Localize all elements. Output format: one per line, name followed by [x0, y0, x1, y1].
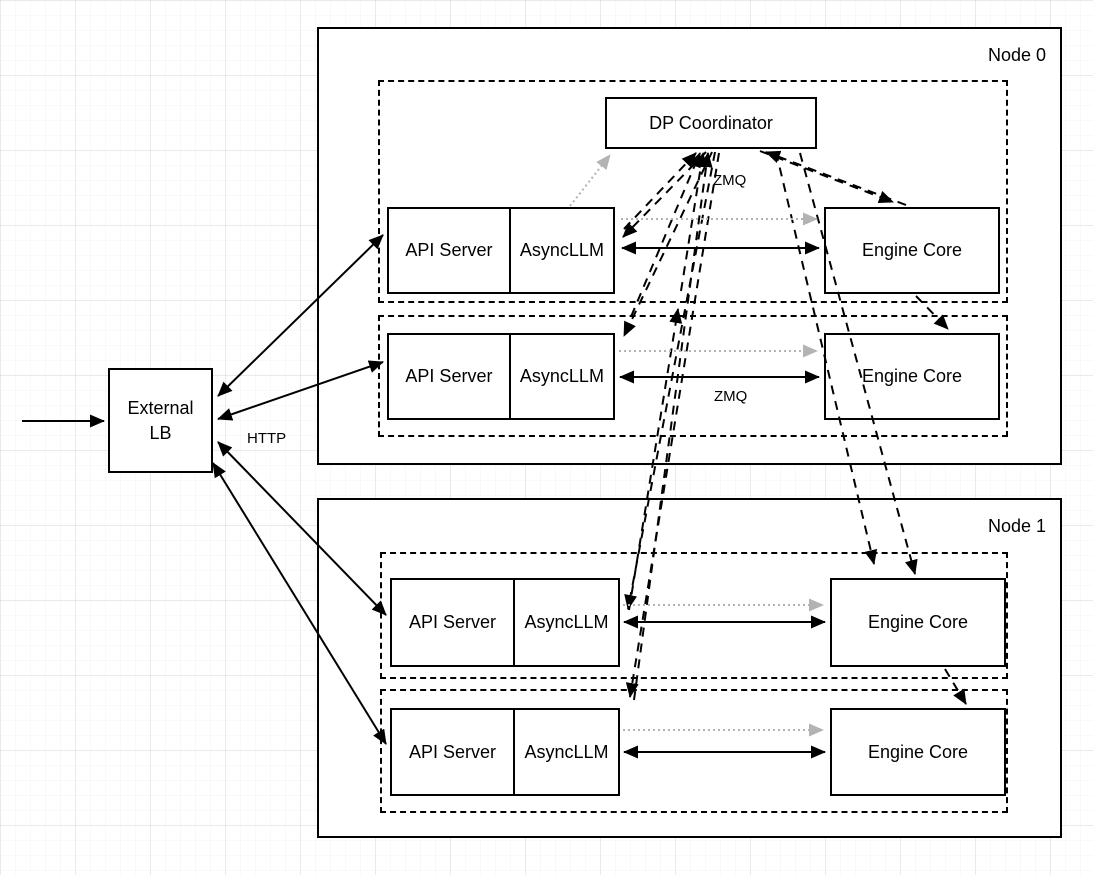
- api-server-label: API Server: [405, 366, 493, 386]
- engine-core-box-node0-rank0: Engine Core: [824, 207, 1000, 294]
- asyncllm-label: AsyncLLM: [512, 580, 618, 665]
- api-server-label: API Server: [405, 240, 493, 260]
- engine-core-label: Engine Core: [861, 366, 963, 386]
- engine-core-box-node1-rank1: Engine Core: [830, 708, 1006, 796]
- engine-core-box-node1-rank0: Engine Core: [830, 578, 1006, 667]
- api-asyncllm-box-node1-rank1: API Server AsyncLLM: [390, 708, 620, 796]
- dp-coordinator-label: DP Coordinator: [649, 112, 773, 133]
- api-asyncllm-box-node1-rank0: API Server AsyncLLM: [390, 578, 620, 667]
- api-asyncllm-box-node0-rank0: API Server AsyncLLM: [387, 207, 615, 294]
- dp-coordinator-box: DP Coordinator: [605, 97, 817, 149]
- api-server-label: API Server: [408, 741, 496, 762]
- zmq-coordinator-label: ZMQ: [713, 172, 747, 189]
- engine-core-box-node0-rank1: Engine Core: [824, 333, 1000, 420]
- external-lb-label-line2: LB: [149, 422, 172, 443]
- node1-label: Node 1: [987, 516, 1046, 536]
- node0-label: Node 0: [987, 45, 1046, 65]
- api-asyncllm-box-node0-rank1: API Server AsyncLLM: [387, 333, 615, 420]
- engine-core-label: Engine Core: [861, 240, 963, 260]
- http-label: HTTP: [247, 430, 287, 447]
- engine-core-label: Engine Core: [867, 612, 969, 632]
- external-lb-box: External LB: [108, 368, 213, 473]
- asyncllm-label: AsyncLLM: [508, 209, 613, 292]
- api-server-label: API Server: [408, 612, 496, 632]
- zmq-engine-label: ZMQ: [714, 388, 748, 405]
- asyncllm-label: AsyncLLM: [512, 710, 618, 794]
- asyncllm-label: AsyncLLM: [508, 335, 613, 418]
- engine-core-label: Engine Core: [867, 741, 969, 762]
- external-lb-label-line1: External: [127, 398, 194, 419]
